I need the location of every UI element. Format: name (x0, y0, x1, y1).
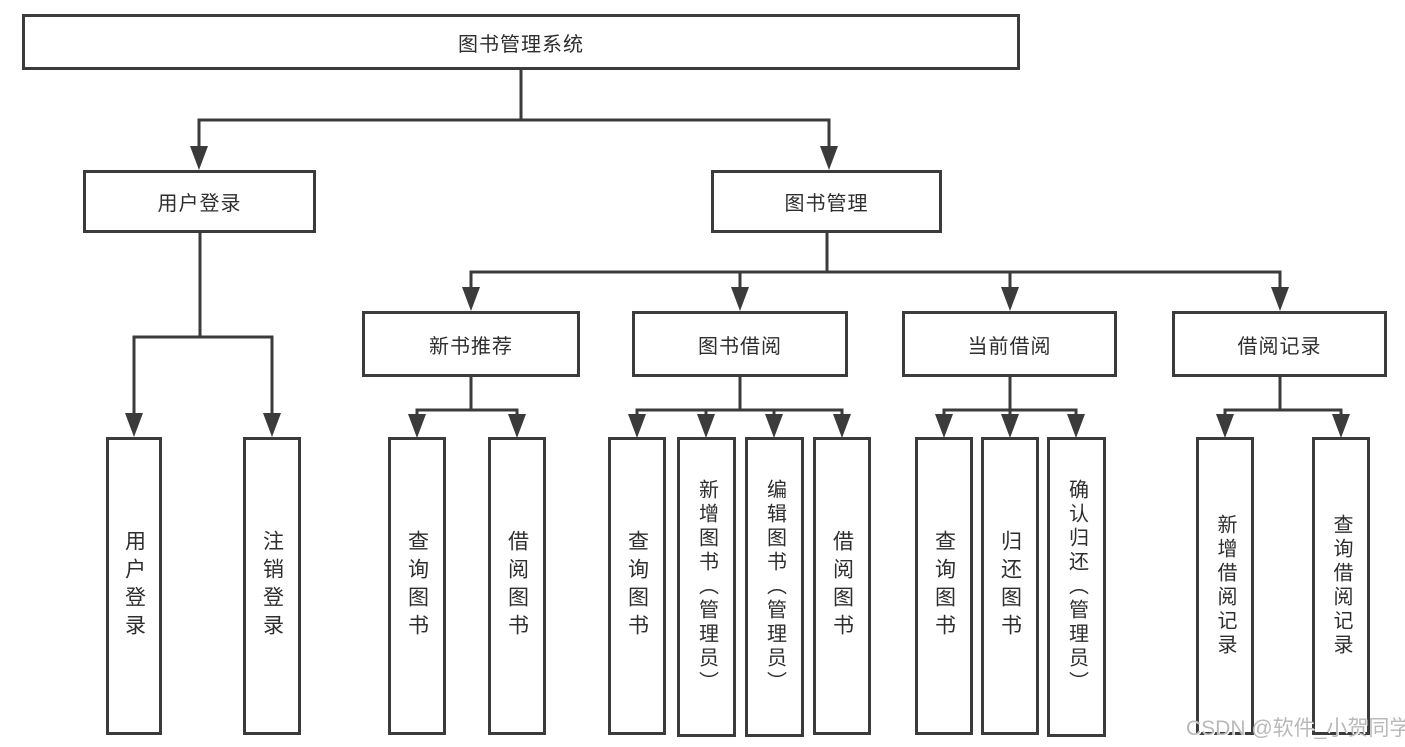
edge-record-to-leaves (1223, 375, 1343, 418)
leaf-query-book-2: 查询图书 (608, 437, 666, 735)
leaf-edit-book-admin: 编辑图书（管理员） (745, 437, 804, 737)
node-new-book-recommend: 新书推荐 (362, 311, 580, 377)
edge-root-to-level2 (197, 68, 831, 150)
edge-bookmgmt-to-level3 (469, 231, 1282, 291)
edge-userlogin-to-leaves (132, 231, 274, 417)
leaf-query-borrow-record: 查询借阅记录 (1312, 437, 1370, 735)
arrowheads (125, 146, 1350, 438)
edge-newbook-to-leaves (415, 375, 519, 418)
leaf-borrow-book-2: 借阅图书 (813, 437, 871, 735)
leaf-logout: 注销登录 (243, 437, 301, 735)
node-current-borrow: 当前借阅 (902, 311, 1117, 377)
node-user-login: 用户登录 (83, 170, 316, 233)
leaf-return-book: 归还图书 (981, 437, 1039, 735)
leaf-query-book-1: 查询图书 (388, 437, 446, 735)
leaf-borrow-book-1: 借阅图书 (488, 437, 546, 735)
leaf-user-login: 用户登录 (106, 437, 162, 735)
leaf-confirm-return-admin: 确认归还（管理员） (1047, 437, 1106, 737)
leaf-add-book-admin: 新增图书（管理员） (677, 437, 736, 737)
csdn-watermark: CSDN @软件_小贺同学 (1186, 717, 1405, 740)
node-borrow-record: 借阅记录 (1172, 311, 1387, 377)
edge-current-to-leaves (942, 375, 1078, 418)
edge-borrow-to-leaves (635, 375, 844, 418)
node-system-root: 图书管理系统 (22, 14, 1020, 70)
leaf-query-book-3: 查询图书 (915, 437, 973, 735)
node-book-management: 图书管理 (711, 170, 942, 233)
leaf-add-borrow-record: 新增借阅记录 (1196, 437, 1254, 735)
node-book-borrow: 图书借阅 (632, 311, 848, 377)
